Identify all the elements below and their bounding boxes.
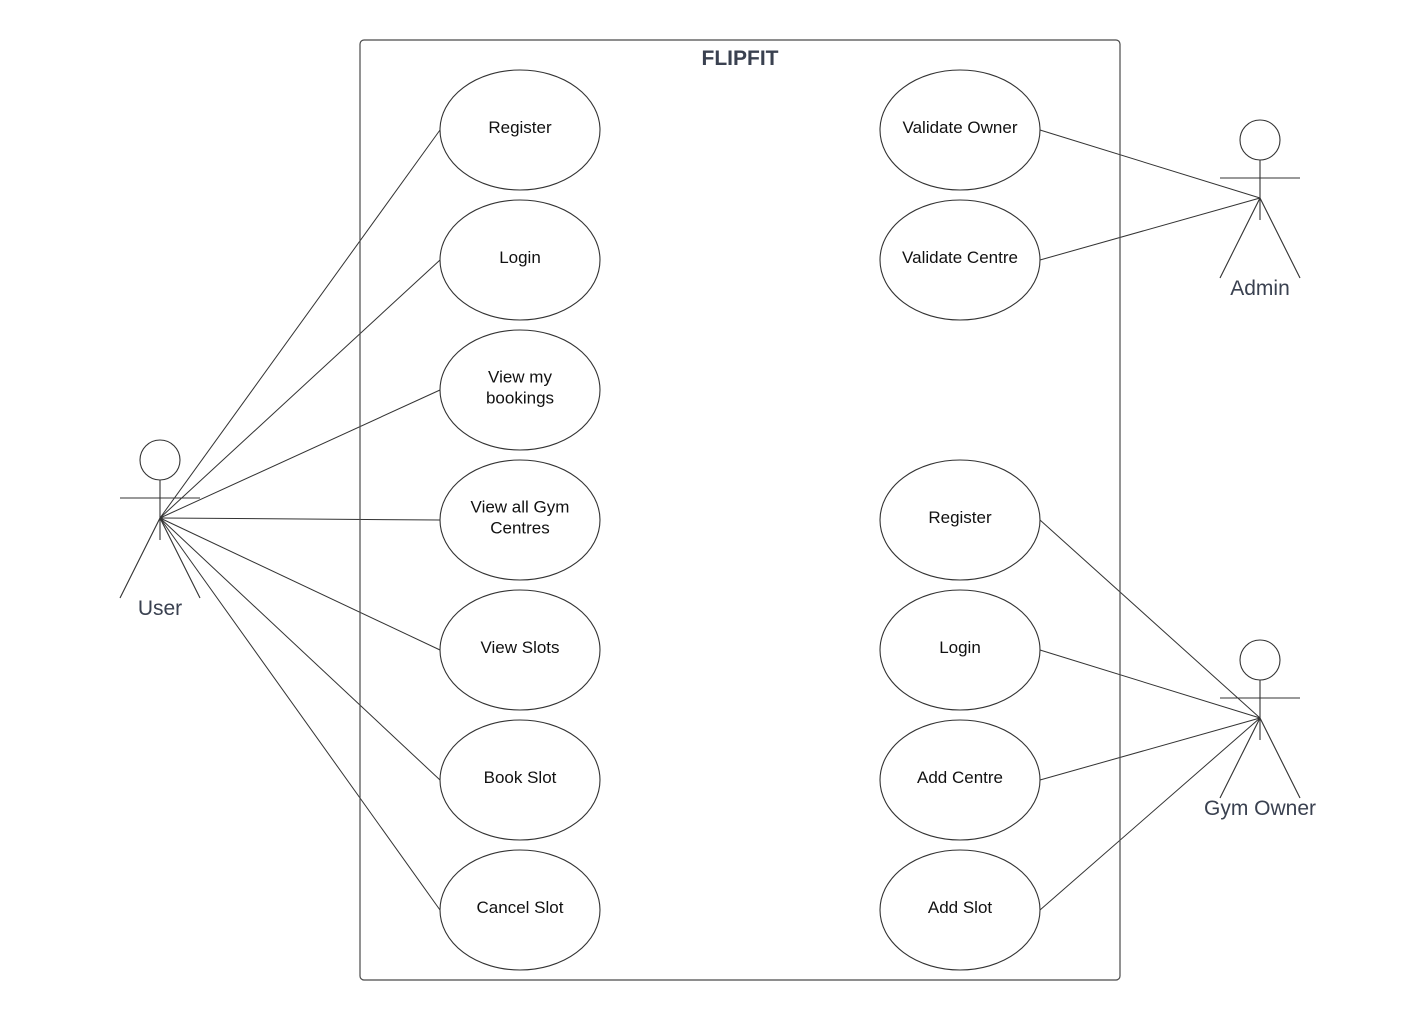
actor-head-icon	[1239, 119, 1281, 161]
use-case-a-validate-centre[interactable]: Validate Centre	[879, 199, 1041, 321]
actor-right-leg-icon	[159, 517, 201, 599]
use-case-o-register[interactable]: Register	[879, 459, 1041, 581]
association-user-u_view_slots	[159, 517, 441, 651]
association-gym_owner-o_login	[1039, 649, 1261, 719]
association-admin-a_validate_owner	[1039, 129, 1261, 199]
use-case-label: Validate Centre	[902, 248, 1018, 267]
use-case-ellipse	[879, 589, 1041, 711]
actor-admin[interactable]: Admin	[1219, 119, 1301, 300]
actor-label: Gym Owner	[1204, 797, 1316, 820]
use-case-ellipse	[439, 329, 601, 451]
association-user-u_cancel_slot	[159, 517, 441, 911]
system-boundary	[359, 39, 1121, 981]
use-case-u-cancel-slot[interactable]: Cancel Slot	[439, 849, 601, 971]
use-case-label: Register	[928, 508, 992, 527]
use-case-ellipse	[439, 459, 601, 581]
use-case-label: Cancel Slot	[477, 898, 564, 917]
actor-right-leg-icon	[1259, 717, 1301, 799]
use-case-label: Centres	[490, 519, 550, 538]
use-case-label: Add Centre	[917, 768, 1003, 787]
actor-label: Admin	[1230, 277, 1290, 300]
use-case-u-view-slots[interactable]: View Slots	[439, 589, 601, 711]
use-case-ellipse	[439, 719, 601, 841]
use-case-label: View all Gym	[471, 498, 570, 517]
actor-gym-owner[interactable]: Gym Owner	[1204, 639, 1316, 820]
actor-head-icon	[139, 439, 181, 481]
actor-right-leg-icon	[1259, 197, 1301, 279]
use-case-label: Login	[499, 248, 541, 267]
association-gym_owner-o_register	[1039, 519, 1261, 719]
association-admin-a_validate_centre	[1039, 197, 1261, 261]
use-case-ellipse	[439, 69, 601, 191]
actor-left-leg-icon	[1219, 197, 1261, 279]
use-case-u-login[interactable]: Login	[439, 199, 601, 321]
association-user-u_login	[159, 259, 441, 519]
use-case-label: Login	[939, 638, 981, 657]
use-case-a-validate-owner[interactable]: Validate Owner	[879, 69, 1041, 191]
use-case-ellipse	[879, 849, 1041, 971]
association-user-u_view_bookings	[159, 389, 441, 519]
use-case-ellipse	[879, 719, 1041, 841]
use-case-o-add-slot[interactable]: Add Slot	[879, 849, 1041, 971]
association-user-u_book_slot	[159, 517, 441, 781]
association-user-u_register	[159, 129, 441, 519]
actor-left-leg-icon	[1219, 717, 1261, 799]
use-case-label: Add Slot	[928, 898, 993, 917]
use-case-label: Register	[488, 118, 552, 137]
association-lines	[159, 129, 1261, 911]
use-case-ellipse	[439, 589, 601, 711]
association-gym_owner-o_add_slot	[1039, 717, 1261, 911]
actor-user[interactable]: User	[119, 439, 201, 620]
use-case-label: Validate Owner	[903, 118, 1018, 137]
use-case-ellipse	[879, 69, 1041, 191]
association-gym_owner-o_add_centre	[1039, 717, 1261, 781]
use-case-label: View Slots	[480, 638, 559, 657]
use-case-u-view-bookings[interactable]: View my bookings	[439, 329, 601, 451]
use-case-label: View my	[488, 368, 552, 387]
use-case-o-login[interactable]: Login	[879, 589, 1041, 711]
use-case-o-add-centre[interactable]: Add Centre	[879, 719, 1041, 841]
use-case-ellipse	[439, 849, 601, 971]
use-case-ellipse	[439, 199, 601, 321]
system-title: FLIPFIT	[702, 47, 779, 70]
actor-left-leg-icon	[119, 517, 161, 599]
use-case-ellipse	[879, 199, 1041, 321]
association-user-u_view_centres	[159, 517, 441, 521]
use-case-ellipse	[879, 459, 1041, 581]
use-case-u-register[interactable]: Register	[439, 69, 601, 191]
use-case-u-book-slot[interactable]: Book Slot	[439, 719, 601, 841]
actor-head-icon	[1239, 639, 1281, 681]
actor-label: User	[138, 597, 182, 620]
use-case-label: Book Slot	[484, 768, 557, 787]
use-case-label: bookings	[486, 389, 554, 408]
